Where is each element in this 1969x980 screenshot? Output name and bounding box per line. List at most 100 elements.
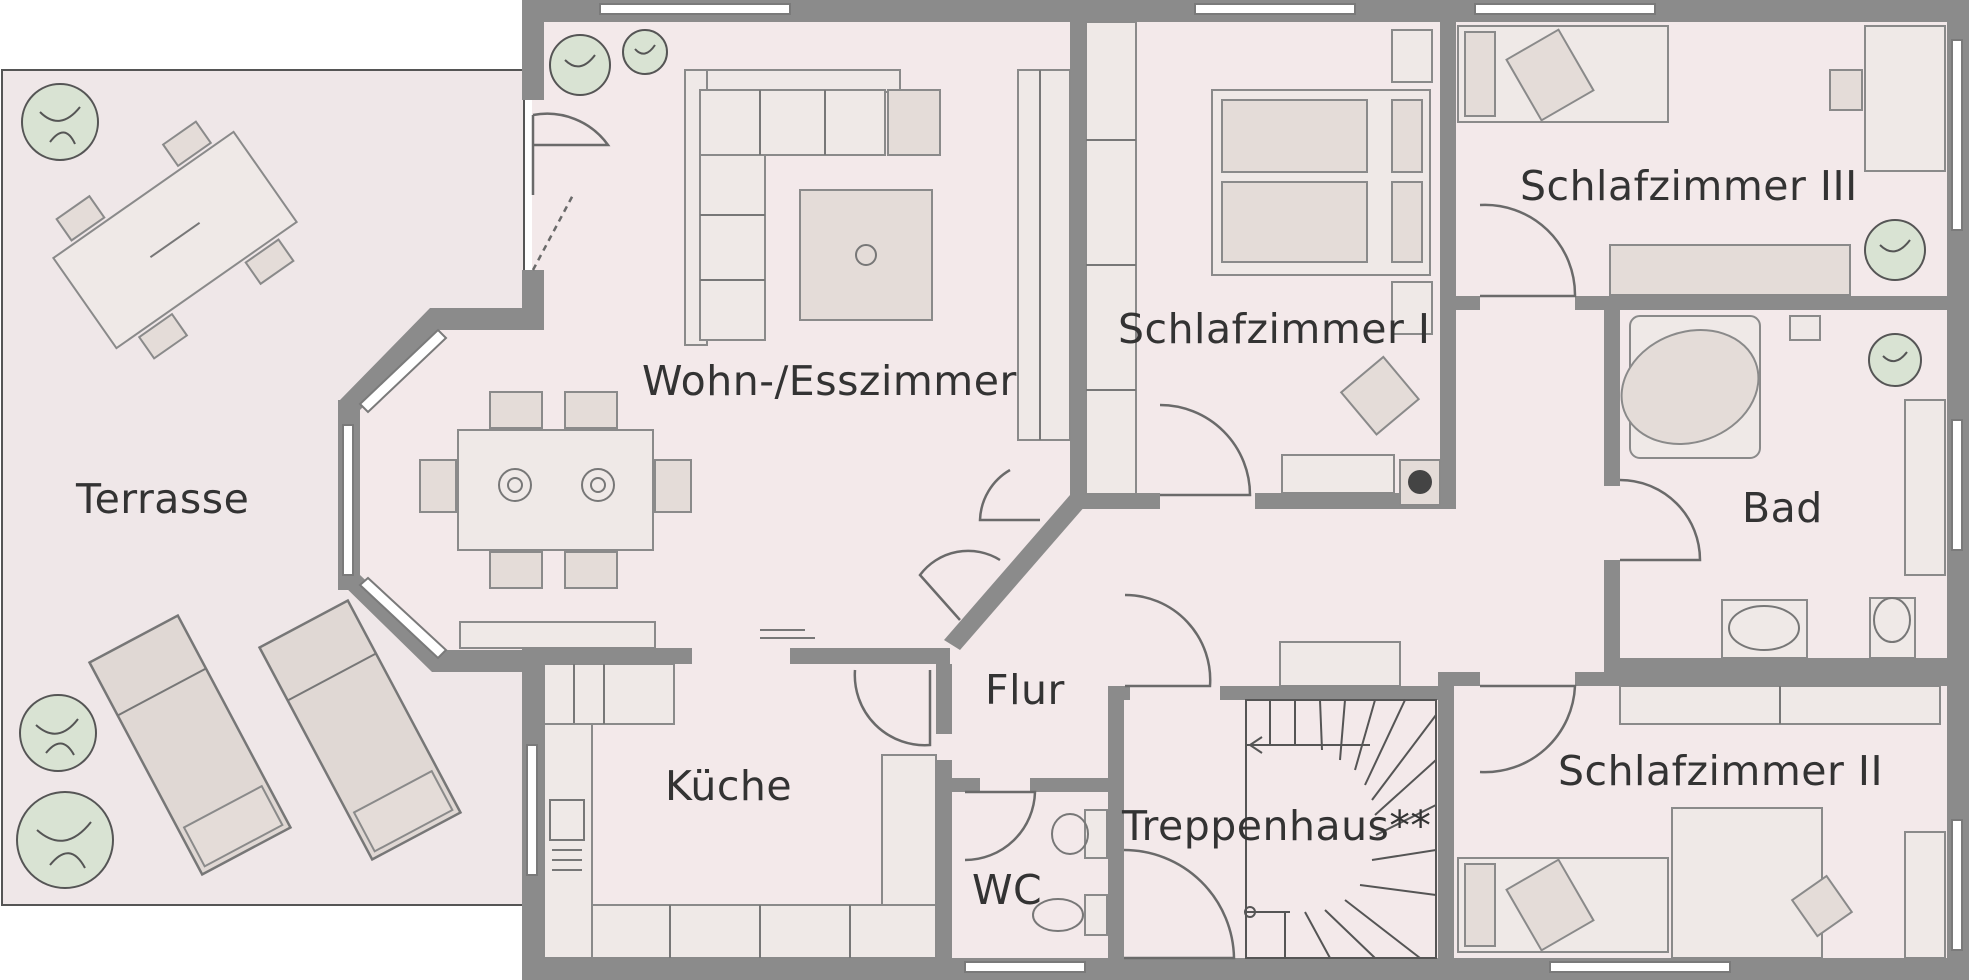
desk-chair bbox=[1790, 874, 1854, 938]
label-bad: Bad bbox=[1742, 484, 1823, 532]
desk bbox=[1864, 25, 1946, 172]
window-icon bbox=[1951, 419, 1963, 551]
label-schlafzimmer-3: Schlafzimmer III bbox=[1520, 162, 1858, 210]
wall-bottom bbox=[522, 958, 1969, 980]
wall-flur-wc-2 bbox=[1030, 778, 1120, 792]
side-shelf bbox=[1904, 831, 1946, 959]
wall-living-kitchen-2 bbox=[790, 648, 950, 664]
toilet-icon bbox=[1869, 597, 1916, 659]
wardrobe bbox=[1085, 21, 1137, 495]
door-swing-icon bbox=[1124, 593, 1212, 688]
wall-kitchen-right bbox=[936, 664, 952, 734]
window-icon bbox=[1951, 819, 1963, 951]
room-labels: Terrasse Wohn-/Esszimmer Schlafzimmer I … bbox=[75, 162, 1883, 914]
upper-counter bbox=[543, 663, 675, 725]
hall-bench bbox=[1279, 641, 1401, 687]
toilet-icon bbox=[1032, 894, 1108, 936]
single-bed bbox=[1457, 857, 1669, 953]
staircase bbox=[1244, 699, 1437, 959]
double-bed bbox=[1211, 89, 1431, 276]
door-swing-icon bbox=[1159, 403, 1252, 497]
bedroom1-furniture bbox=[1085, 21, 1441, 506]
patio-table bbox=[51, 120, 299, 360]
label-kueche: Küche bbox=[665, 762, 792, 810]
wall-living-bed1 bbox=[1070, 10, 1086, 500]
bedroom3-furniture bbox=[1457, 25, 1946, 296]
label-wohn-esszimmer: Wohn-/Esszimmer bbox=[642, 357, 1017, 405]
wall-bath-left bbox=[1604, 296, 1620, 486]
coffee-table bbox=[799, 189, 933, 321]
door-swing-icon bbox=[1619, 478, 1702, 562]
shelf bbox=[1609, 244, 1851, 296]
fridge bbox=[881, 754, 937, 906]
desk bbox=[1671, 807, 1823, 959]
bedroom2-furniture bbox=[1457, 685, 1946, 959]
wall-bed2-top-2 bbox=[1575, 672, 1962, 686]
l-sofa bbox=[684, 69, 941, 346]
window-icon bbox=[358, 576, 448, 660]
towel-box bbox=[1789, 315, 1821, 341]
window-icon bbox=[1474, 3, 1656, 15]
sideboard bbox=[459, 621, 656, 649]
label-treppenhaus: Treppenhaus** bbox=[1121, 802, 1431, 850]
sun-lounger bbox=[87, 613, 293, 877]
label-terrasse: Terrasse bbox=[75, 475, 249, 523]
plant-icon bbox=[21, 83, 99, 161]
bath-furniture bbox=[1620, 315, 1946, 659]
floor-areas bbox=[1, 10, 1962, 970]
plant-icon bbox=[1868, 333, 1922, 387]
wall-diagonal bbox=[944, 495, 1086, 650]
door-swing-icon bbox=[964, 790, 1037, 862]
window-icon bbox=[526, 744, 538, 876]
door-swing-icon bbox=[1479, 203, 1577, 298]
door-swing-icon bbox=[853, 669, 932, 747]
wall-bay-top bbox=[340, 300, 544, 410]
wall-bath-bottom bbox=[1604, 658, 1962, 674]
window-icon bbox=[358, 328, 448, 414]
window-icon bbox=[1951, 39, 1963, 231]
wall-bed3-bottom bbox=[1440, 296, 1480, 310]
window-icon bbox=[342, 424, 354, 576]
nightstand bbox=[1391, 281, 1433, 335]
bottom-counter bbox=[591, 904, 937, 959]
label-schlafzimmer-1: Schlafzimmer I bbox=[1118, 305, 1431, 353]
label-flur: Flur bbox=[985, 666, 1065, 714]
window-icon bbox=[1194, 3, 1356, 15]
bathtub-icon bbox=[1620, 315, 1761, 459]
wall-living-kitchen bbox=[522, 648, 692, 664]
wall-kitchen-right-2 bbox=[936, 760, 952, 970]
bath-cabinet bbox=[1904, 399, 1946, 576]
door-swing-icon bbox=[1479, 684, 1577, 774]
coffee-table-bowl bbox=[855, 244, 877, 266]
wall-left-upper bbox=[522, 0, 544, 100]
wc-furniture bbox=[1032, 809, 1108, 936]
nightstand bbox=[1391, 29, 1433, 83]
window-icon bbox=[599, 3, 791, 15]
plant-icon bbox=[1864, 219, 1926, 281]
sink-icon bbox=[1051, 809, 1108, 859]
armchair bbox=[1339, 355, 1421, 436]
doors bbox=[531, 112, 1702, 960]
window-icon bbox=[1549, 961, 1731, 973]
kitchen-furniture bbox=[543, 663, 937, 959]
door-swing-icon bbox=[918, 468, 1040, 621]
stair-arrow-icon bbox=[1248, 736, 1350, 754]
plant-icon bbox=[549, 34, 611, 96]
terrace-furniture bbox=[16, 83, 463, 889]
wall-bed1-bed3 bbox=[1440, 10, 1456, 509]
sun-lounger bbox=[257, 598, 463, 862]
wall-cabinet bbox=[1017, 69, 1071, 441]
wall-bed1-bottom bbox=[1070, 493, 1160, 509]
wall-bed3-bottom-2 bbox=[1575, 296, 1962, 310]
label-wc: WC bbox=[972, 866, 1042, 914]
wall-flur-wc bbox=[950, 778, 980, 792]
wall-stair-top-2 bbox=[1220, 686, 1454, 700]
plant-icon bbox=[16, 791, 114, 889]
wall-bath-left-2 bbox=[1604, 560, 1620, 672]
wall-stair-left bbox=[1108, 686, 1124, 970]
dining-table bbox=[419, 391, 692, 589]
living-furniture bbox=[419, 29, 1071, 649]
desk-chair bbox=[1829, 69, 1863, 111]
label-schlafzimmer-2: Schlafzimmer II bbox=[1558, 747, 1883, 795]
